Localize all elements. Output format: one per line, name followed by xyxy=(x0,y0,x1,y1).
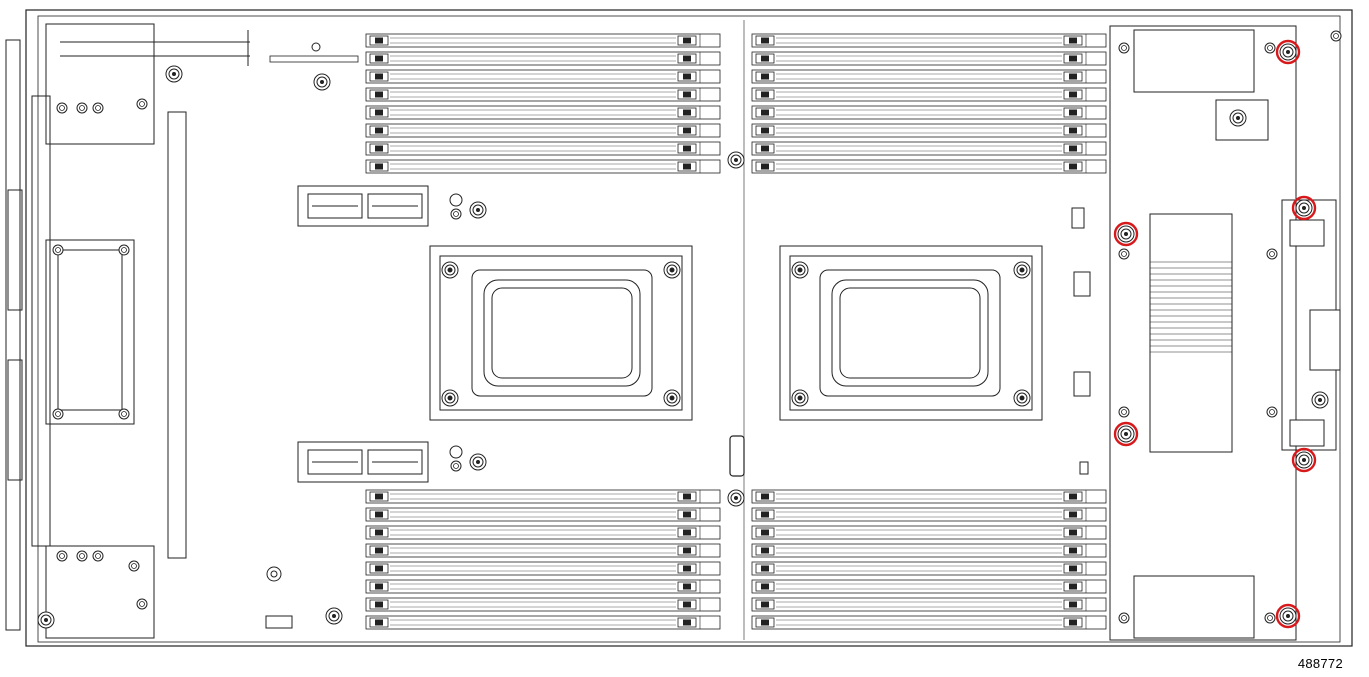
small-connector xyxy=(1073,271,1091,297)
heatsink-fins xyxy=(1150,261,1232,353)
highlighted-screw xyxy=(1275,39,1301,65)
riser-connector xyxy=(269,55,359,63)
highlighted-screw xyxy=(1113,221,1139,247)
cpu-socket-2 xyxy=(779,245,1043,421)
highlighted-screw xyxy=(1291,195,1317,221)
small-connector xyxy=(1071,207,1085,229)
small-connector xyxy=(1073,371,1091,397)
figure-id-label: 488772 xyxy=(1297,656,1343,671)
front-panel xyxy=(5,23,250,639)
center-connector xyxy=(729,435,745,477)
pcie-connector-upper xyxy=(297,185,429,227)
cpu-socket-1 xyxy=(429,245,693,421)
highlighted-screw xyxy=(1113,421,1139,447)
highlighted-screw xyxy=(1291,447,1317,473)
highlighted-screw xyxy=(1275,603,1301,629)
highlighted-screws xyxy=(1113,39,1317,629)
jumper xyxy=(265,615,293,629)
small-connector xyxy=(1079,461,1089,475)
pcie-connector-lower xyxy=(297,441,429,483)
